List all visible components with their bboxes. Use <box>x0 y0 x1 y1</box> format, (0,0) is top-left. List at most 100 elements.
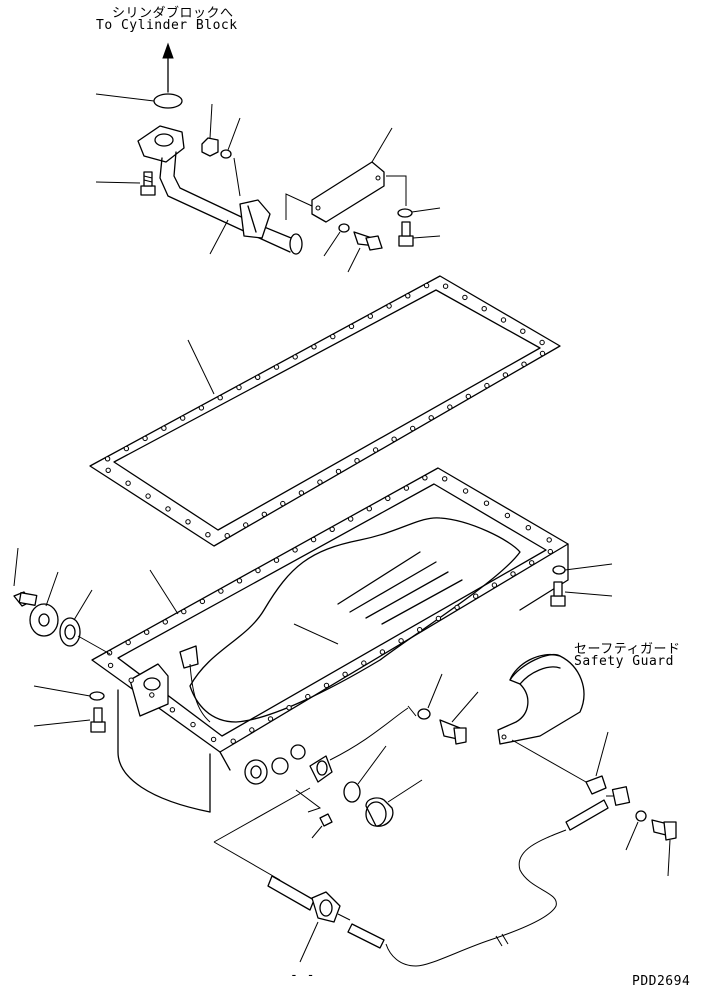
oil-pan <box>91 467 569 813</box>
bolt-hole <box>123 445 130 452</box>
bolt-hole <box>546 537 552 543</box>
bolt-hole <box>385 495 391 502</box>
bolt-hole <box>145 493 151 499</box>
bolt-hole <box>210 736 217 743</box>
bolt-hole <box>504 512 511 519</box>
bolt-hole <box>142 435 148 442</box>
bolt-hole <box>398 638 404 644</box>
sensor-connector <box>585 731 677 877</box>
bolt-hole <box>180 415 186 421</box>
arrow-to-cylinder-block <box>162 42 174 93</box>
bolt-hole <box>417 627 423 633</box>
bolt-hole <box>261 511 267 517</box>
bolt-hole <box>422 475 428 481</box>
bolt-hole <box>484 382 490 389</box>
bolt-hole <box>491 582 498 588</box>
safety-guard <box>497 654 587 783</box>
bolt-hole <box>165 506 171 512</box>
bolt-hole <box>125 639 131 646</box>
bolt-hole <box>169 707 176 713</box>
bolt-hole <box>539 339 545 346</box>
label-to-cylinder-block-jp: シリンダブロックへ <box>112 6 234 21</box>
bolt-hole <box>104 456 111 462</box>
bolt-hole <box>539 350 546 357</box>
nut-and-washer <box>201 103 241 197</box>
bolt-hole <box>428 415 434 421</box>
bolt-hole <box>267 716 274 722</box>
label-bottom-mark: - - <box>290 968 315 983</box>
bolt-hole <box>107 662 114 669</box>
bolt-hole <box>462 488 469 494</box>
bolt-hole <box>185 519 191 525</box>
pan-side-washer-bolt <box>417 673 479 745</box>
bolt-hole <box>292 354 298 360</box>
bolt-hole <box>236 384 242 391</box>
bolt-hole <box>379 649 386 655</box>
bolt-hole <box>329 526 335 532</box>
bolt-hole <box>510 571 516 577</box>
drain-plug <box>295 745 423 839</box>
bolt-hole <box>348 323 355 330</box>
bolt-hole <box>367 313 373 319</box>
bolt-hole <box>465 393 471 400</box>
bolt-hole <box>442 283 449 289</box>
bolt-hole <box>125 480 131 486</box>
label-to-cylinder-block: To Cylinder Block <box>96 18 238 33</box>
bolt-hole <box>243 522 249 528</box>
bolt-hole <box>361 660 367 666</box>
bolt-hole <box>162 619 169 625</box>
drain-fittings <box>244 705 417 785</box>
label-safety-guard-jp: セーフティガード <box>574 642 681 657</box>
bolt-hole <box>525 525 531 531</box>
bolt-hole <box>161 425 167 431</box>
bolt-hole <box>354 458 360 464</box>
bolt-hole <box>190 721 196 728</box>
bolt-hole <box>149 692 155 698</box>
pipe-bracket <box>285 127 407 223</box>
bolt-hole <box>521 361 527 367</box>
bolt-hole <box>372 447 379 453</box>
bolt-hole <box>454 604 460 611</box>
bolt-hole <box>405 293 411 299</box>
bolt-hole <box>249 727 255 733</box>
bolt-hole <box>435 615 442 622</box>
bolt-hole <box>529 560 535 566</box>
bolt-hole <box>473 593 479 599</box>
bolt-hole <box>273 557 280 563</box>
bolt-hole <box>520 328 526 334</box>
bolt-hole <box>292 547 298 553</box>
bolt-hole <box>305 693 311 700</box>
bolt-hole <box>447 404 453 410</box>
oil-pan-gasket <box>89 275 561 547</box>
bolt-hole <box>391 436 397 442</box>
bolt-hole <box>442 476 448 482</box>
bolt-hole <box>198 405 205 411</box>
bolt-hole <box>255 567 261 574</box>
bolt-hole <box>386 303 392 309</box>
bolt-hole <box>462 294 468 301</box>
bolt-hole <box>481 306 487 312</box>
bolt-hole <box>144 629 150 635</box>
bolt-hole <box>224 533 230 539</box>
label-safety-guard: Safety Guard <box>574 654 674 669</box>
bolt-hole <box>205 532 211 538</box>
bolt-hole <box>317 479 323 485</box>
bracket-bolt <box>323 223 383 273</box>
bolt-hole <box>273 364 280 370</box>
bolt-hole <box>348 516 354 522</box>
bolt-hole <box>105 467 111 473</box>
bolt-pipe-flange <box>95 171 156 196</box>
left-side-parts <box>13 547 111 733</box>
bolt-hole <box>502 372 509 378</box>
bolt-hole <box>330 333 336 340</box>
bolt-hole <box>410 425 416 432</box>
bolt-hole <box>280 500 286 507</box>
bolt-hole <box>181 608 187 615</box>
bolt-hole <box>286 705 292 711</box>
drain-hose <box>213 787 351 963</box>
bolt-hole <box>311 344 317 350</box>
bolt-hole <box>323 682 330 689</box>
bolt-hole <box>236 578 243 584</box>
bolt-hole <box>366 506 372 512</box>
